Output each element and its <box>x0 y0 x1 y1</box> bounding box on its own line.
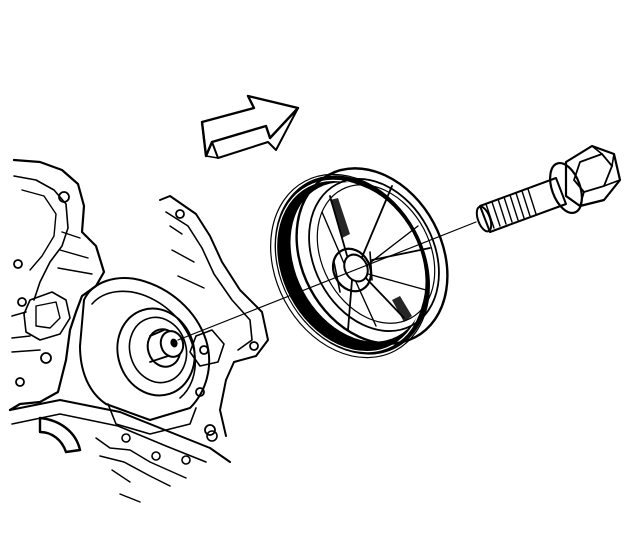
front-cover <box>159 195 269 437</box>
alignment-centerline <box>177 221 477 341</box>
balancer-bolt <box>475 144 622 233</box>
crankshaft-snout <box>79 277 211 435</box>
balancer-pulley <box>270 167 449 359</box>
engine-block <box>8 158 231 503</box>
direction-arrow <box>200 94 300 159</box>
